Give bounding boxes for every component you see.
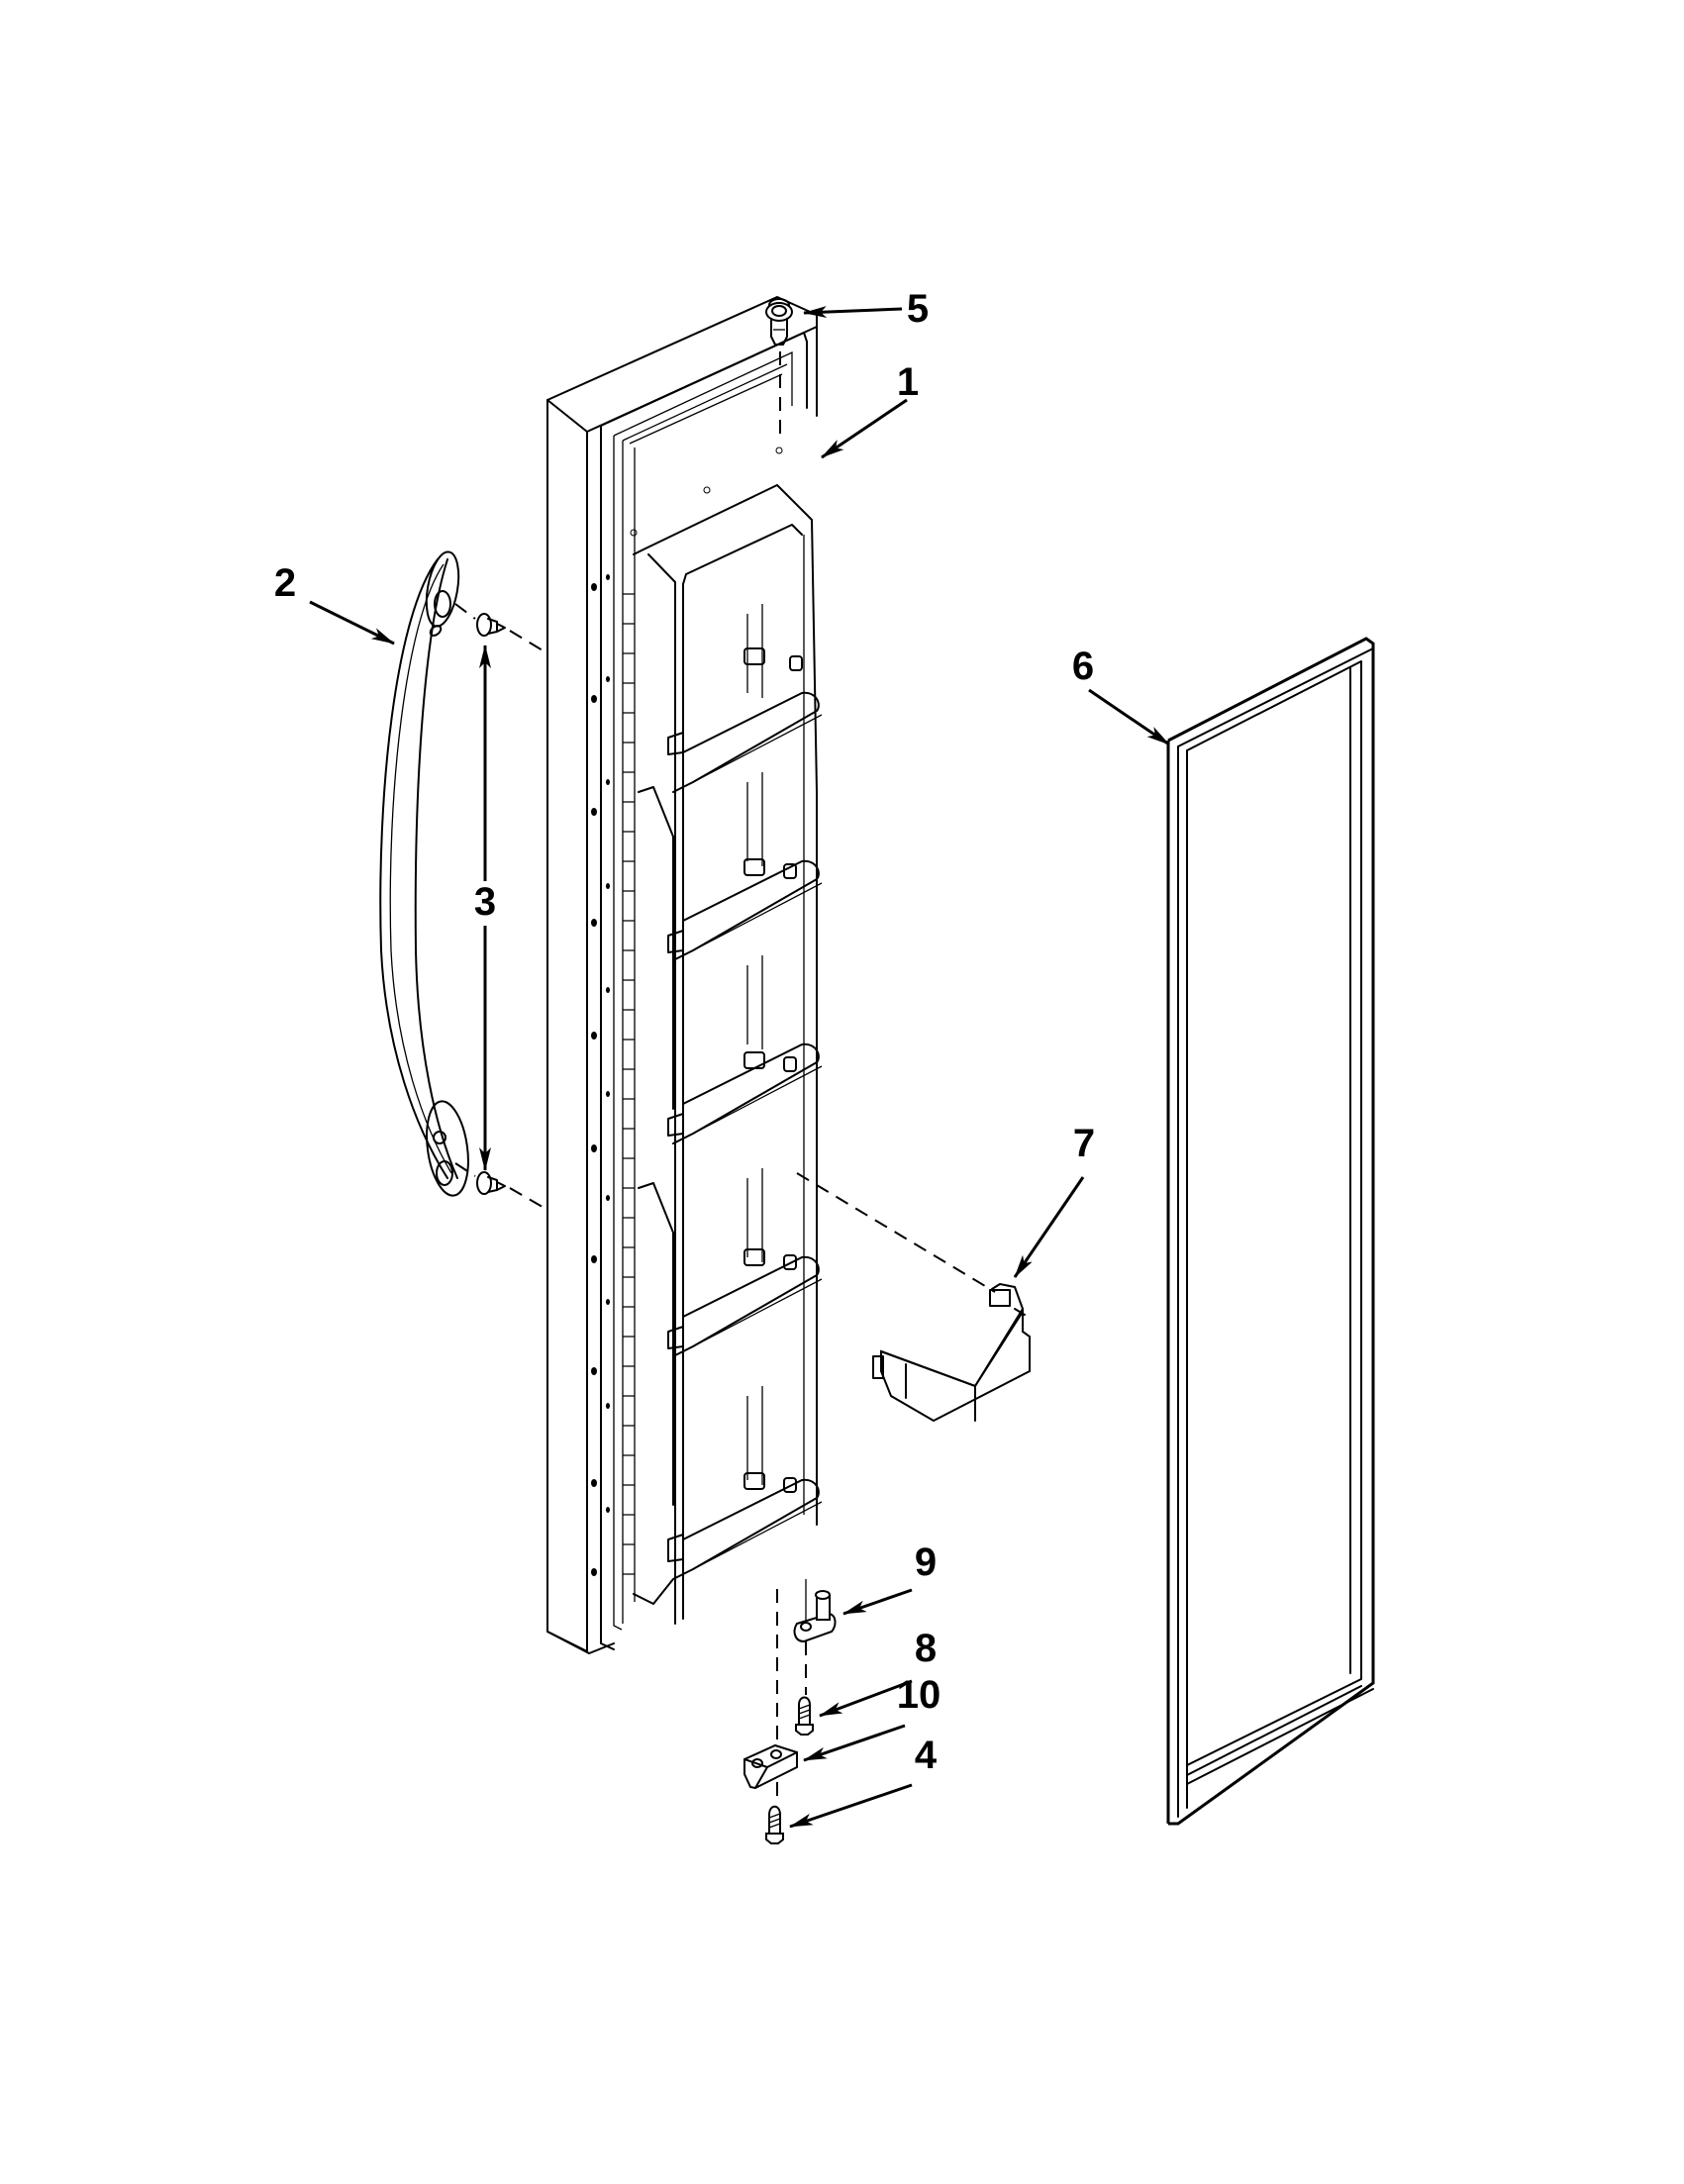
door-handle (379, 550, 469, 1197)
callout-label-9: 9 (914, 1540, 938, 1584)
door-shelf-3 (667, 955, 823, 1144)
callout-label-5: 5 (906, 287, 930, 331)
callout-arrows (309, 306, 1170, 1829)
arrow-1 (821, 398, 908, 459)
door-shelf-bin (872, 1283, 1031, 1423)
callout-label-4: 4 (914, 1734, 938, 1777)
arrow-4 (789, 1783, 913, 1829)
door-assembly (546, 296, 818, 1654)
arrow-7 (1013, 1176, 1085, 1278)
callout-label-2: 2 (273, 561, 297, 605)
callout-label-7: 7 (1072, 1122, 1096, 1165)
lower-stud (476, 1171, 506, 1195)
hinge-screw (795, 1696, 814, 1736)
upper-stud (476, 613, 506, 637)
top-hinge-bushing (765, 302, 793, 346)
door-shelf-4 (638, 1168, 823, 1506)
callout-label-8: 8 (914, 1627, 938, 1670)
arrow-6 (1088, 688, 1170, 746)
door-shelf-1 (667, 604, 823, 793)
door-shelf-5 (633, 1386, 823, 1605)
arrow-9 (842, 1588, 913, 1616)
frame-screw-holes (591, 447, 783, 1576)
door-gasket-ribs (623, 593, 635, 1575)
handle-mounting-studs (454, 603, 548, 1211)
bin-leader-dashed (796, 1172, 996, 1293)
door-gasket (1166, 637, 1375, 1826)
arrow-5 (803, 306, 903, 319)
callout-label-3: 3 (473, 880, 497, 924)
callout-label-6: 6 (1071, 645, 1095, 688)
door-shelves (633, 535, 823, 1605)
door-stop-block (743, 1743, 798, 1790)
hinge-pin-bracket (793, 1590, 837, 1643)
arrow-2 (309, 600, 395, 645)
callout-label-10: 10 (896, 1673, 941, 1717)
callout-label-1: 1 (896, 360, 920, 404)
stop-screw (765, 1805, 784, 1844)
arrow-8 (819, 1679, 913, 1718)
arrow-10 (803, 1724, 906, 1762)
